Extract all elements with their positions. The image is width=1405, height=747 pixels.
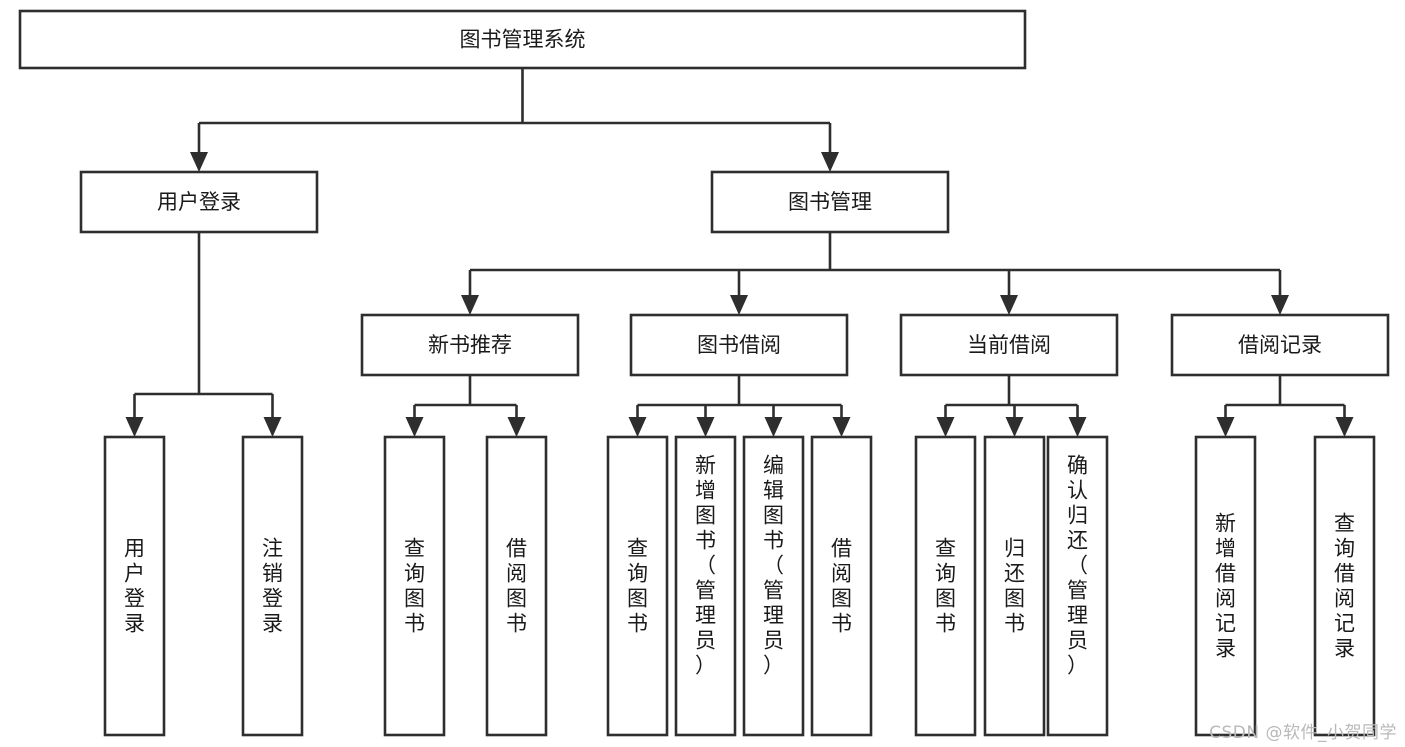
node-label-leaf-confirm-return-admin: 确认归还（管理员） — [1067, 454, 1088, 678]
node-book-borrow[interactable]: 图书借阅 — [629, 313, 849, 377]
node-box-user-login — [79, 170, 319, 234]
arrow-head-icon-leaf-confirm-return-admin — [1068, 417, 1087, 437]
node-leaf-user-login[interactable]: 用户登录 — [103, 435, 166, 737]
arrow-head-icon-leaf-query-book-current — [936, 417, 955, 437]
node-box-book-borrow — [629, 313, 849, 377]
arrow-head-icon-borrow-records — [1271, 295, 1289, 315]
node-label-book-management: 图书管理 — [788, 190, 872, 214]
node-leaf-return-book[interactable]: 归还图书 — [983, 435, 1046, 737]
arrow-head-icon-book-management — [821, 152, 839, 172]
node-box-leaf-edit-book-admin — [742, 435, 805, 737]
node-label-leaf-query-book-recommend: 查询图书 — [404, 537, 425, 636]
node-leaf-query-book-borrow[interactable]: 查询图书 — [606, 435, 669, 737]
node-new-book-recommend[interactable]: 新书推荐 — [360, 313, 580, 377]
arrow-head-icon-leaf-borrow-book — [832, 417, 851, 437]
node-box-leaf-user-logout — [241, 435, 304, 737]
node-box-leaf-return-book — [983, 435, 1046, 737]
node-leaf-query-book-current[interactable]: 查询图书 — [914, 435, 977, 737]
node-label-leaf-user-login: 用户登录 — [124, 537, 145, 636]
arrow-head-icon-current-borrow — [1000, 295, 1018, 315]
arrow-head-icon-leaf-query-borrow-record — [1335, 417, 1354, 437]
node-box-book-management — [710, 170, 950, 234]
node-box-leaf-query-borrow-record — [1313, 435, 1376, 737]
node-box-new-book-recommend — [360, 313, 580, 377]
node-box-leaf-add-borrow-record — [1194, 435, 1257, 737]
node-box-leaf-borrow-book-recommend — [485, 435, 548, 737]
node-label-borrow-records: 借阅记录 — [1238, 333, 1322, 357]
arrow-head-icon-book-borrow — [730, 295, 748, 315]
node-leaf-add-book-admin[interactable]: 新增图书（管理员） — [674, 435, 737, 737]
arrow-head-icon-leaf-return-book — [1005, 417, 1024, 437]
node-leaf-query-book-recommend[interactable]: 查询图书 — [383, 435, 446, 737]
arrow-head-icon-leaf-add-book-admin — [696, 417, 715, 437]
node-borrow-records[interactable]: 借阅记录 — [1170, 313, 1390, 377]
node-label-book-borrow: 图书借阅 — [697, 333, 781, 357]
node-user-login[interactable]: 用户登录 — [79, 170, 319, 234]
node-box-leaf-user-login — [103, 435, 166, 737]
node-label-leaf-user-logout: 注销登录 — [262, 537, 283, 636]
arrow-head-icon-leaf-user-login — [125, 417, 144, 437]
node-label-leaf-borrow-book-recommend: 借阅图书 — [506, 537, 527, 636]
node-label-leaf-add-borrow-record: 新增借阅记录 — [1215, 512, 1236, 661]
node-label-leaf-add-book-admin: 新增图书（管理员） — [695, 454, 716, 678]
node-box-leaf-query-book-borrow — [606, 435, 669, 737]
node-leaf-user-logout[interactable]: 注销登录 — [241, 435, 304, 737]
arrow-head-icon-leaf-borrow-book-recommend — [507, 417, 526, 437]
node-label-leaf-borrow-book: 借阅图书 — [831, 537, 852, 636]
node-label-new-book-recommend: 新书推荐 — [428, 333, 512, 357]
node-leaf-edit-book-admin[interactable]: 编辑图书（管理员） — [742, 435, 805, 737]
node-label-leaf-return-book: 归还图书 — [1004, 537, 1025, 636]
arrow-head-icon-new-book-recommend — [461, 295, 479, 315]
node-label-root: 图书管理系统 — [460, 28, 586, 52]
arrow-head-icon-leaf-user-logout — [263, 417, 282, 437]
node-leaf-add-borrow-record[interactable]: 新增借阅记录 — [1194, 435, 1257, 737]
node-label-leaf-edit-book-admin: 编辑图书（管理员） — [763, 454, 784, 678]
node-box-leaf-query-book-recommend — [383, 435, 446, 737]
arrow-head-icon-leaf-query-book-borrow — [628, 417, 647, 437]
node-leaf-borrow-book[interactable]: 借阅图书 — [810, 435, 873, 737]
node-label-leaf-query-book-current: 查询图书 — [935, 537, 956, 636]
node-box-current-borrow — [899, 313, 1119, 377]
arrow-head-icon-leaf-query-book-recommend — [405, 417, 424, 437]
node-label-leaf-query-book-borrow: 查询图书 — [627, 537, 648, 636]
csdn-watermark: CSDN @软件_小贺同学 — [1209, 723, 1397, 743]
node-box-root — [18, 9, 1027, 70]
node-box-leaf-confirm-return-admin — [1046, 435, 1109, 737]
node-boxes-layer: 图书管理系统用户登录图书管理新书推荐图书借阅当前借阅借阅记录用户登录注销登录查询… — [18, 9, 1390, 737]
arrow-head-icon-leaf-add-borrow-record — [1216, 417, 1235, 437]
node-book-management[interactable]: 图书管理 — [710, 170, 950, 234]
arrow-head-icon-user-login — [190, 152, 208, 172]
node-label-leaf-query-borrow-record: 查询借阅记录 — [1334, 512, 1355, 661]
node-leaf-confirm-return-admin[interactable]: 确认归还（管理员） — [1046, 435, 1109, 737]
node-leaf-borrow-book-recommend[interactable]: 借阅图书 — [485, 435, 548, 737]
node-leaf-query-borrow-record[interactable]: 查询借阅记录 — [1313, 435, 1376, 737]
node-box-borrow-records — [1170, 313, 1390, 377]
node-current-borrow[interactable]: 当前借阅 — [899, 313, 1119, 377]
node-root[interactable]: 图书管理系统 — [18, 9, 1027, 70]
node-label-user-login: 用户登录 — [157, 190, 241, 214]
node-box-leaf-query-book-current — [914, 435, 977, 737]
node-box-leaf-add-book-admin — [674, 435, 737, 737]
node-box-leaf-borrow-book — [810, 435, 873, 737]
node-label-current-borrow: 当前借阅 — [967, 333, 1051, 357]
connector-links-layer — [125, 68, 1354, 437]
arrow-head-icon-leaf-edit-book-admin — [764, 417, 783, 437]
